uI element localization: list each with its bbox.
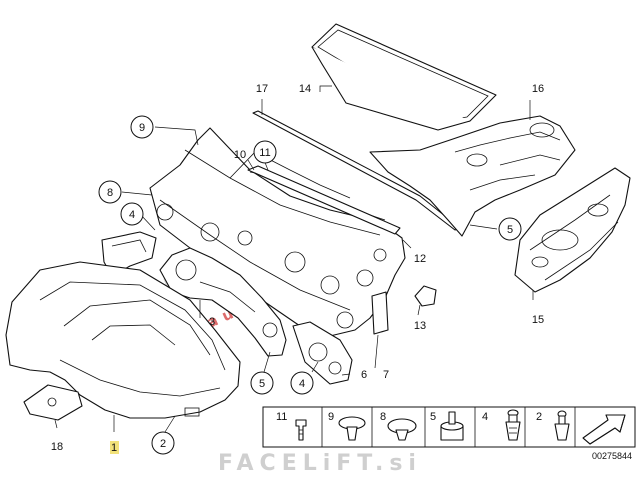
callout-4-lower: 4 <box>290 371 314 395</box>
part-8-bulkhead <box>149 127 406 337</box>
callout-4-upper: 4 <box>120 202 144 226</box>
drawing-number: 00275844 <box>592 451 632 461</box>
callout-11: 11 <box>253 140 277 164</box>
part-18-pad <box>23 384 83 421</box>
legend-num-2: 2 <box>536 411 542 423</box>
fastener-legend: 11 9 8 5 4 2 <box>262 406 636 448</box>
legend-num-4: 4 <box>482 411 488 423</box>
watermark-main: FACELiFT.si <box>218 451 422 476</box>
fastener-11-icon <box>295 419 307 441</box>
part-3-insulation <box>159 247 287 357</box>
svg-text:5: 5 <box>259 378 265 390</box>
callout-5-lower: 5 <box>250 371 274 395</box>
part-14-panel <box>311 23 497 131</box>
callout-5-right: 5 <box>498 217 522 241</box>
direction-arrow-icon <box>582 414 626 445</box>
part-16-insulation <box>369 115 576 237</box>
callout-2: 2 <box>151 431 175 455</box>
callout-12: 12 <box>414 253 426 265</box>
callout-17: 17 <box>256 83 268 95</box>
svg-text:4: 4 <box>129 209 135 221</box>
callout-10: 10 <box>234 149 246 161</box>
svg-text:2: 2 <box>160 438 166 450</box>
callout-7: 7 <box>383 369 389 381</box>
callout-18: 18 <box>51 441 63 453</box>
callout-1: 1 <box>111 442 117 454</box>
callout-14: 14 <box>299 83 311 95</box>
callout-6: 6 <box>361 369 367 381</box>
fastener-4-icon <box>505 409 521 441</box>
svg-text:11: 11 <box>259 147 270 159</box>
callout-13: 13 <box>414 320 426 332</box>
part-1-insulation <box>5 261 241 419</box>
part-13-clip <box>414 285 437 307</box>
callout-3: 3 <box>209 316 215 328</box>
part-15-panel <box>514 167 631 293</box>
callout-8: 8 <box>98 180 122 204</box>
legend-num-9: 9 <box>328 411 334 423</box>
svg-text:8: 8 <box>107 187 113 199</box>
fastener-5-icon <box>440 411 464 441</box>
leader-lines <box>54 85 534 433</box>
legend-num-11: 11 <box>276 411 287 423</box>
callout-9: 9 <box>130 115 154 139</box>
callout-1-highlight <box>110 441 119 454</box>
part-10-strip <box>247 165 401 235</box>
svg-text:4: 4 <box>299 378 305 390</box>
fastener-9-icon <box>338 416 366 441</box>
part-7-pad <box>371 291 389 335</box>
legend-num-8: 8 <box>380 411 386 423</box>
svg-text:5: 5 <box>507 224 513 236</box>
part-6-insulation <box>292 321 353 385</box>
svg-text:9: 9 <box>139 122 145 134</box>
legend-num-5: 5 <box>430 411 436 423</box>
fastener-2-icon <box>554 410 570 441</box>
fastener-8-icon <box>387 418 417 441</box>
callout-15: 15 <box>532 314 544 326</box>
part-4-bracket <box>101 231 157 277</box>
callout-16: 16 <box>532 83 544 95</box>
